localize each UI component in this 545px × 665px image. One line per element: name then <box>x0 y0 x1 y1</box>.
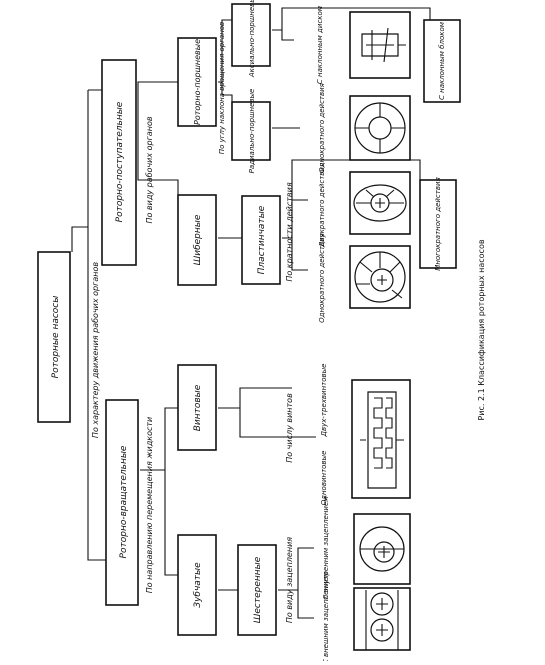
leaf-radial-single-label: Однократного действия <box>318 83 326 173</box>
leaf-tilted-disk-label: С наклонным диском <box>316 5 324 84</box>
group-screw: Винтовые <box>177 364 217 451</box>
criterion-screw-count: По числу винтов <box>285 393 294 463</box>
subgroup-plate-label: Пластинчатые <box>257 205 267 274</box>
criterion-closing-angle: По углу наклона вращения органов <box>218 22 226 154</box>
group-gear: Зубчатые <box>177 534 217 636</box>
leaf-tilted-block-label: С наклонным блоком <box>438 21 446 100</box>
branch-rotational-label: Роторно-вращательные <box>119 445 129 558</box>
leaf-multi-action: Многократного действия <box>419 177 457 271</box>
leaf-screws: Одновинтовые Двух-трехвинтовые <box>320 364 411 506</box>
group-vane-label: Шиберные <box>193 214 203 265</box>
leaf-tilted-block: С наклонным блоком <box>423 19 461 103</box>
leaf-double-action: Двукратного действия <box>318 163 411 248</box>
subgroup-axial-piston: Аксиально-поршневые <box>231 0 271 78</box>
connector-lines <box>71 7 431 619</box>
group-gear-label: Зубчатые <box>193 562 203 608</box>
root-label: Роторные насосы <box>51 296 61 379</box>
subgroup-axial-piston-label: Аксиально-поршневые <box>248 0 256 78</box>
leaf-external-label: С внешним зацеплением <box>322 571 330 661</box>
subgroup-radial-piston-label: Радиально-поршневые <box>248 89 256 174</box>
figure-caption: Рис. 2.1 Классификация роторных насосов <box>477 239 486 420</box>
leaf-external-meshing: С внешним зацеплением <box>322 571 411 664</box>
leaf-internal-meshing: С внутренним зацеплением <box>322 496 411 600</box>
criterion-gear-meshing: По виду зацепления <box>285 537 294 623</box>
subgroup-plate: Пластинчатые <box>241 195 281 285</box>
criterion-working-type: По виду рабочих органов <box>145 116 154 223</box>
leaf-multi-action-label: Многократного действия <box>434 177 442 270</box>
group-screw-label: Винтовые <box>193 384 203 431</box>
root-node: Роторные насосы <box>37 251 71 423</box>
criterion-fluid-direction: По направлению перемещения жидкости <box>145 417 154 594</box>
branch-translational-label: Роторно-поступательные <box>115 101 125 222</box>
branch-rotational: Роторно-вращательные <box>105 399 139 606</box>
group-vane: Шиберные <box>177 194 217 286</box>
leaf-single-screw-label: Одновинтовые <box>320 451 328 506</box>
branch-translational: Роторно-поступательные <box>101 59 137 266</box>
criterion-action-multiplicity: По кратности действия <box>285 182 294 281</box>
leaf-single-action-label: Однократного действия <box>318 233 326 323</box>
subgroup-gear-type: Шестеренные <box>237 544 277 636</box>
leaf-single-action: Однократного действия <box>318 233 411 323</box>
subgroup-radial-piston: Радиально-поршневые <box>231 89 271 174</box>
leaf-radial-single: Однократного действия <box>318 83 411 173</box>
leaf-double-triple-label: Двух-трехвинтовые <box>320 364 328 438</box>
group-rotary-piston-label: Роторно-поршневые <box>193 39 202 125</box>
leaf-double-action-label: Двукратного действия <box>318 163 326 248</box>
leaf-tilted-disk: С наклонным диском <box>316 5 411 84</box>
subgroup-gear-type-label: Шестеренные <box>253 556 263 623</box>
group-rotary-piston: Роторно-поршневые <box>177 37 217 127</box>
leaf-internal-label: С внутренним зацеплением <box>322 496 330 600</box>
criterion-working-motion: По характеру движения рабочих органов <box>91 262 100 438</box>
